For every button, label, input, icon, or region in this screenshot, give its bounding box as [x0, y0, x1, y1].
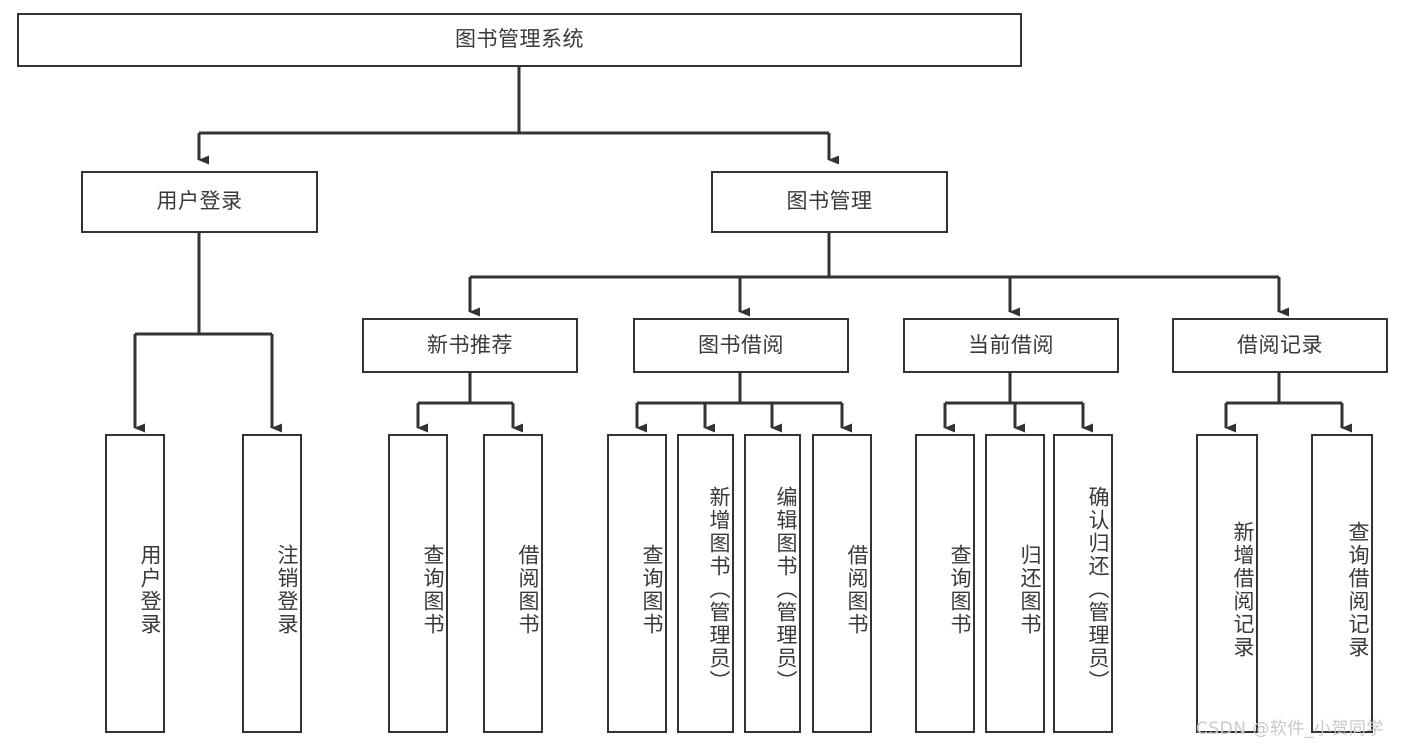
leaf-return-books[interactable]: 归还图书 — [985, 434, 1045, 733]
node-book-management[interactable]: 图书管理 — [711, 171, 948, 233]
node-label: 图书管理 — [786, 189, 873, 214]
node-label: 查询借阅记录 — [1346, 520, 1370, 659]
leaf-borrow-books[interactable]: 借阅图书 — [812, 434, 872, 733]
leaf-user-login[interactable]: 用户登录 — [105, 434, 165, 733]
leaf-logout[interactable]: 注销登录 — [242, 434, 302, 733]
node-label: 新增图书（管理员） — [707, 486, 731, 693]
leaf-query-books-current[interactable]: 查询图书 — [915, 434, 975, 733]
node-label: 确认归还（管理员） — [1086, 486, 1110, 693]
node-label: 注销登录 — [275, 543, 299, 636]
csdn-watermark: CSDN @软件_小贺同学 — [1196, 719, 1384, 739]
node-label: 借阅记录 — [1237, 332, 1323, 357]
node-label: 当前借阅 — [968, 332, 1054, 357]
node-label: 新书推荐 — [427, 332, 513, 357]
leaf-add-borrowing-record[interactable]: 新增借阅记录 — [1196, 434, 1258, 733]
node-borrowing-records[interactable]: 借阅记录 — [1172, 318, 1388, 373]
node-current-borrowing[interactable]: 当前借阅 — [903, 318, 1119, 373]
node-label: 新增借阅记录 — [1231, 520, 1255, 659]
node-label: 用户登录 — [156, 189, 243, 214]
node-label: 图书借阅 — [698, 332, 784, 357]
node-new-book-recommendation[interactable]: 新书推荐 — [362, 318, 578, 373]
node-user-login[interactable]: 用户登录 — [81, 171, 318, 233]
node-label: 归还图书 — [1018, 543, 1042, 636]
node-label: 用户登录 — [138, 543, 162, 636]
node-label: 查询图书 — [640, 543, 664, 636]
node-label: 借阅图书 — [845, 543, 869, 636]
leaf-query-borrowing-record[interactable]: 查询借阅记录 — [1311, 434, 1373, 733]
leaf-edit-book-admin[interactable]: 编辑图书（管理员） — [744, 434, 801, 733]
leaf-add-book-admin[interactable]: 新增图书（管理员） — [677, 434, 734, 733]
node-root-library-management-system[interactable]: 图书管理系统 — [17, 13, 1022, 67]
node-label: 查询图书 — [421, 543, 445, 636]
leaf-query-books-borrowing[interactable]: 查询图书 — [607, 434, 667, 733]
node-label: 借阅图书 — [516, 543, 540, 636]
node-book-borrowing[interactable]: 图书借阅 — [633, 318, 849, 373]
node-label: 查询图书 — [948, 543, 972, 636]
leaf-borrow-books-recommendation[interactable]: 借阅图书 — [483, 434, 543, 733]
node-label: 图书管理系统 — [455, 27, 584, 52]
leaf-confirm-return-admin[interactable]: 确认归还（管理员） — [1053, 434, 1113, 733]
node-label: 编辑图书（管理员） — [774, 486, 798, 693]
leaf-query-books-recommendation[interactable]: 查询图书 — [388, 434, 448, 733]
